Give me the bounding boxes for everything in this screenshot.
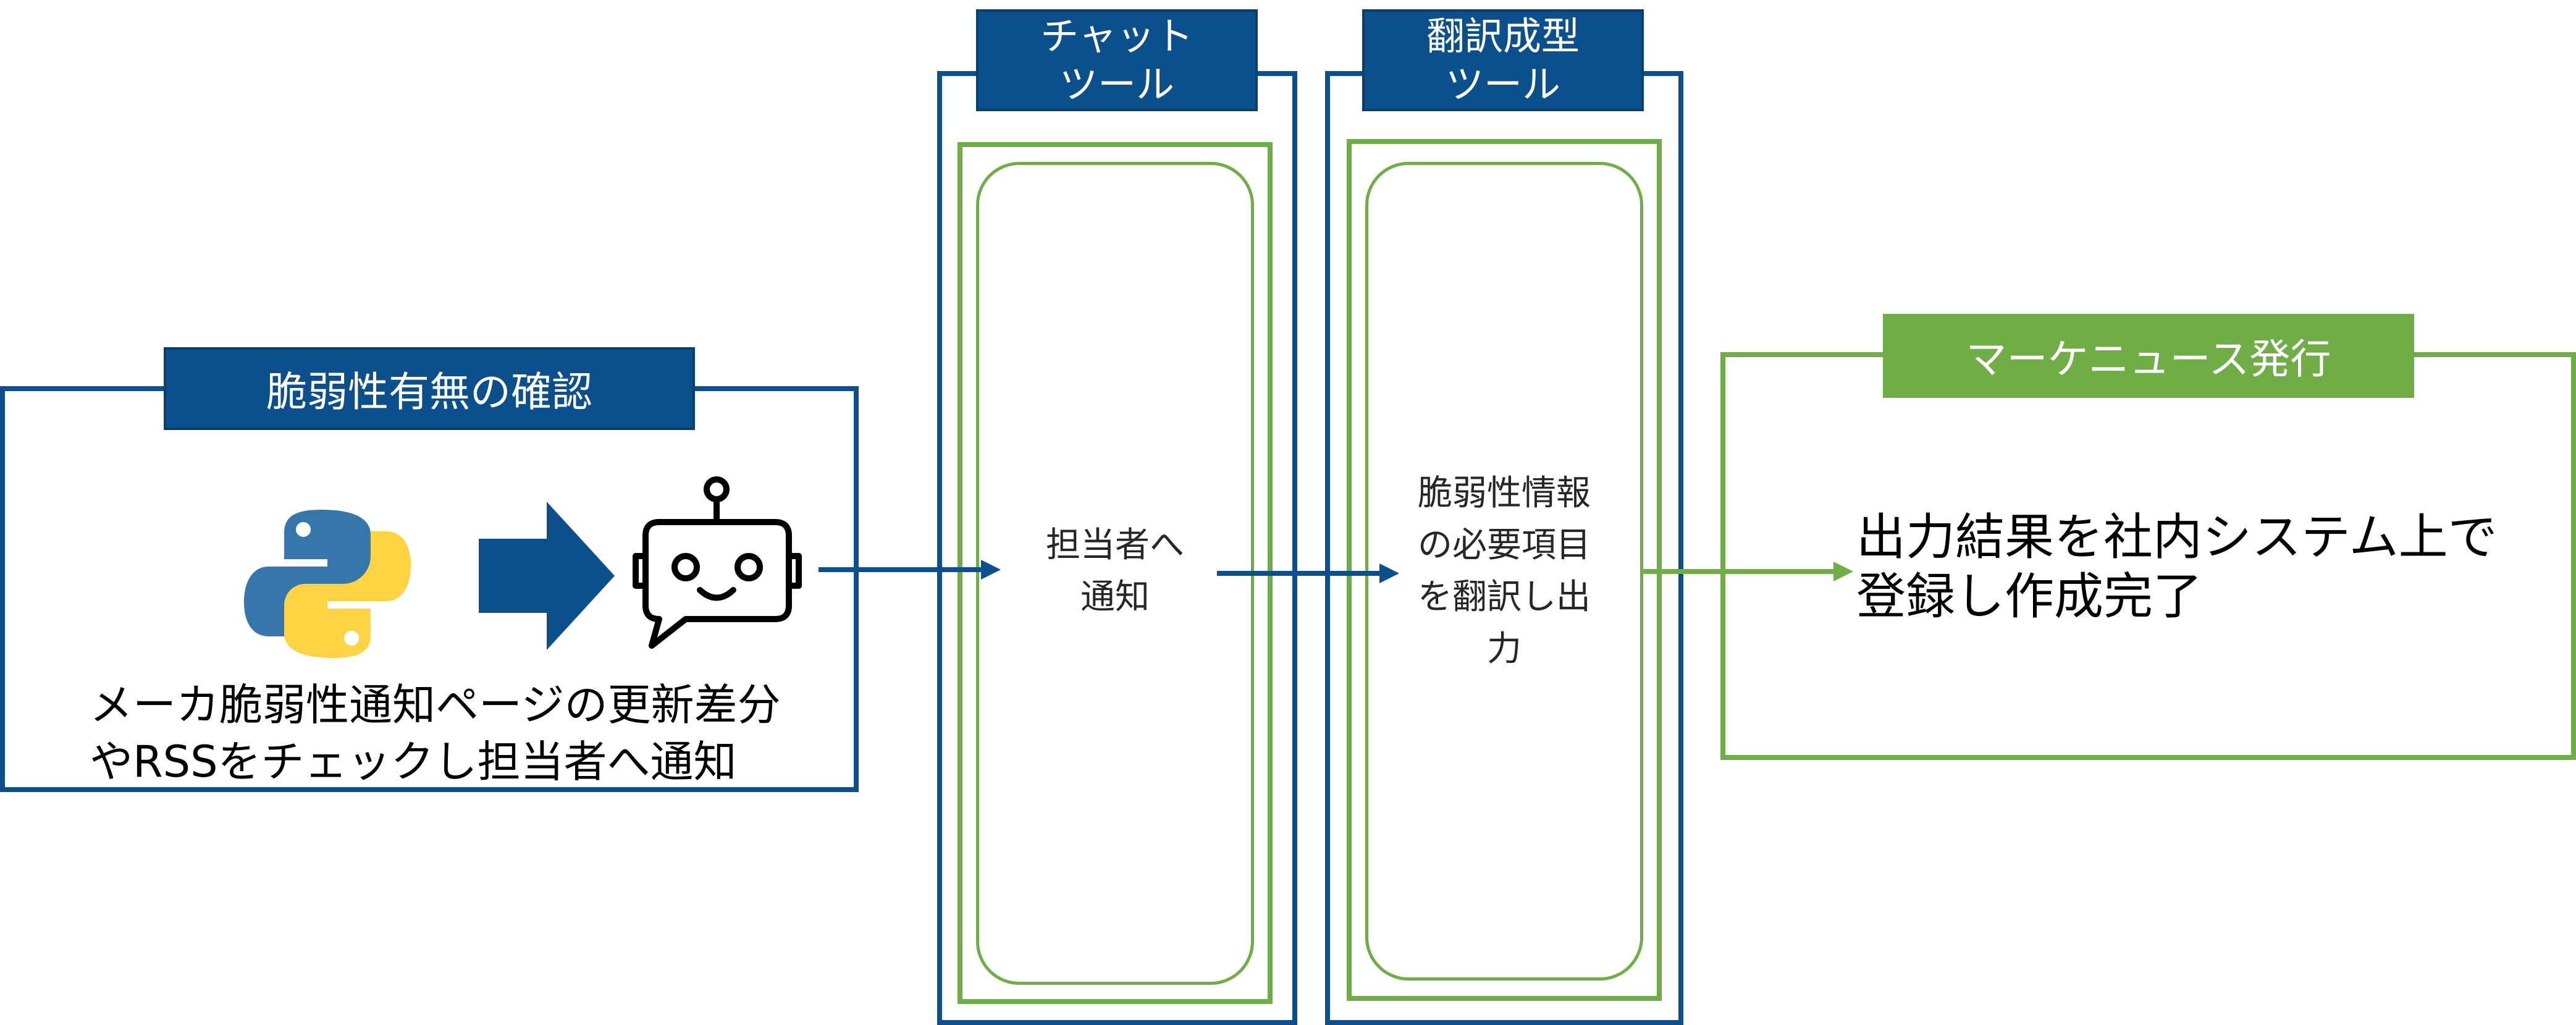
translation-tool-inner-line-3: を翻訳し出 <box>1418 577 1591 617</box>
vulnerability-check-label-text: 脆弱性有無の確認 <box>266 368 592 416</box>
news-release-result-line-2: 登録し作成完了 <box>1856 568 2202 625</box>
arrow-check-to-chat <box>819 560 1001 580</box>
right-arrow-icon <box>479 502 615 650</box>
translation-tool-label: 翻訳成型 ツール <box>1362 9 1644 111</box>
arrow-chat-to-translation <box>1217 563 1399 583</box>
translation-tool-inner-line-4: 力 <box>1487 629 1522 669</box>
translation-tool-label-line-2: ツール <box>1445 61 1560 107</box>
python-logo-icon <box>244 510 411 658</box>
translation-tool-inner-text: 脆弱性情報 の必要項目 を翻訳し出 力 <box>1371 466 1637 677</box>
description-line-2: やRSSをチェックし担当者へ通知 <box>90 736 737 787</box>
chat-tool-inner-text: 担当者へ 通知 <box>982 513 1248 630</box>
translation-tool-inner-line-1: 脆弱性情報 <box>1418 473 1591 513</box>
vulnerability-check-description: メーカ脆弱性通知ページの更新差分 やRSSをチェックし担当者へ通知 <box>90 677 856 790</box>
chat-tool-inner-line-2: 通知 <box>1080 577 1150 617</box>
news-release-label: マーケニュース発行 <box>1883 314 2414 398</box>
chat-tool-label: チャット ツール <box>976 9 1258 111</box>
chat-tool-label-line-2: ツール <box>1059 61 1174 107</box>
translation-tool-label-line-1: 翻訳成型 <box>1426 13 1580 59</box>
vulnerability-check-label: 脆弱性有無の確認 <box>164 347 695 430</box>
chat-tool-label-line-1: チャット <box>1040 13 1193 59</box>
chat-tool-inner-line-1: 担当者へ <box>1046 525 1184 565</box>
news-release-label-text: マーケニュース発行 <box>1966 335 2331 383</box>
news-release-result-text: 出力結果を社内システム上で 登録し作成完了 <box>1856 508 2561 626</box>
arrow-translation-to-news <box>1643 562 1853 581</box>
description-line-1: メーカ脆弱性通知ページの更新差分 <box>90 680 781 730</box>
translation-tool-inner-line-2: の必要項目 <box>1418 525 1591 565</box>
chatbot-icon <box>633 476 802 649</box>
news-release-result-line-1: 出力結果を社内システム上で <box>1856 508 2498 566</box>
